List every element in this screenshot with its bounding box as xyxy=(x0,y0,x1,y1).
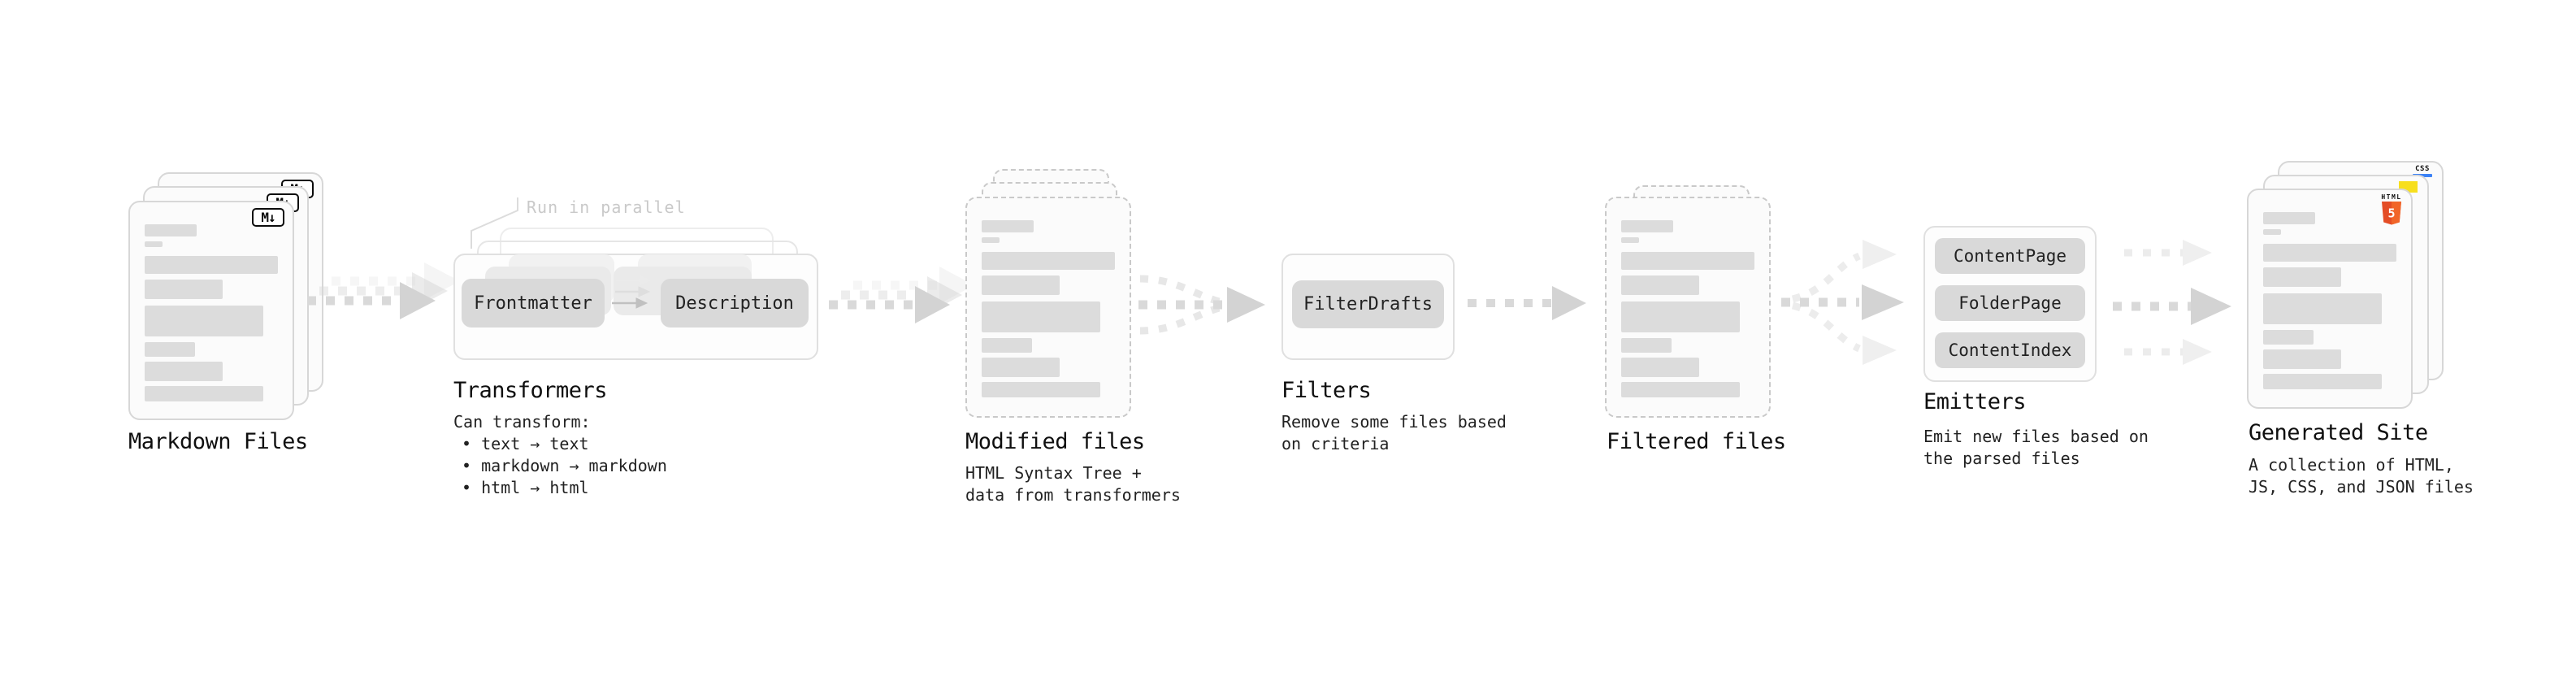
transformer-output-pill: Description xyxy=(661,279,809,327)
stage-title-transformers: Transformers xyxy=(453,378,608,403)
generated-document-html: HTML 5 xyxy=(2247,189,2413,409)
annotation-leader-line xyxy=(471,197,518,249)
text-skeleton xyxy=(982,220,1115,397)
desc-line: on criteria xyxy=(1281,434,1390,453)
markdown-document-front: M↓ xyxy=(128,201,294,420)
stage-title-markdown-files: Markdown Files xyxy=(128,429,308,454)
stage-title-emitters: Emitters xyxy=(1923,389,2027,414)
emitters-description: Emit new files based on the parsed files xyxy=(1923,426,2149,470)
flow-arrow-emitters-to-generated xyxy=(2113,240,2231,365)
desc-line: JS, CSS, and JSON files xyxy=(2249,477,2474,497)
bullet-item: • html → html xyxy=(462,478,589,497)
modified-description: HTML Syntax Tree + data from transformer… xyxy=(965,462,1181,506)
flow-arrow-filtered-to-emitters xyxy=(1781,240,1904,365)
filtered-document xyxy=(1605,197,1771,418)
flow-arrow-transformers-to-modified xyxy=(829,267,974,323)
transform-arrows xyxy=(612,275,652,309)
modified-document xyxy=(965,197,1131,418)
stage-title-modified-files: Modified files xyxy=(965,429,1145,454)
stage-title-generated-site: Generated Site xyxy=(2249,420,2428,445)
transformer-input-pill: Frontmatter xyxy=(462,279,605,327)
stage-title-filters: Filters xyxy=(1281,378,1372,403)
transformers-description: Can transform: • text → text • markdown … xyxy=(453,411,667,499)
svg-text:5: 5 xyxy=(2387,206,2395,221)
emitter-pill-content-page: ContentPage xyxy=(1935,238,2085,274)
text-skeleton xyxy=(145,224,278,401)
transform-bullet-list: • text → text • markdown → markdown • ht… xyxy=(453,433,667,499)
text-skeleton xyxy=(1621,220,1754,397)
emitter-pill-folder-page: FolderPage xyxy=(1935,285,2085,321)
flow-arrow-markdown-to-transformers xyxy=(307,262,460,319)
generated-description: A collection of HTML, JS, CSS, and JSON … xyxy=(2249,454,2474,498)
flow-arrow-filters-to-filtered xyxy=(1468,286,1586,320)
html5-icon: HTML 5 xyxy=(2379,194,2404,225)
desc-line: Remove some files based xyxy=(1281,412,1507,432)
markdown-icon: M↓ xyxy=(252,208,284,227)
desc-line: HTML Syntax Tree + xyxy=(965,463,1142,483)
filters-description: Remove some files based on criteria xyxy=(1281,411,1507,455)
desc-heading: Can transform: xyxy=(453,412,591,432)
bullet-item: • markdown → markdown xyxy=(462,456,667,475)
bullet-item: • text → text xyxy=(462,434,589,453)
desc-line: the parsed files xyxy=(1923,449,2080,468)
filter-pill: FilterDrafts xyxy=(1292,280,1444,328)
flow-arrow-modified-to-filters xyxy=(1138,275,1265,335)
text-skeleton xyxy=(2263,212,2396,389)
desc-line: A collection of HTML, xyxy=(2249,455,2454,475)
desc-line: data from transformers xyxy=(965,485,1181,505)
emitter-pill-content-index: ContentIndex xyxy=(1935,332,2085,368)
run-in-parallel-annotation: Run in parallel xyxy=(527,197,686,217)
stage-title-filtered-files: Filtered files xyxy=(1607,429,1786,454)
desc-line: Emit new files based on xyxy=(1923,427,2149,446)
